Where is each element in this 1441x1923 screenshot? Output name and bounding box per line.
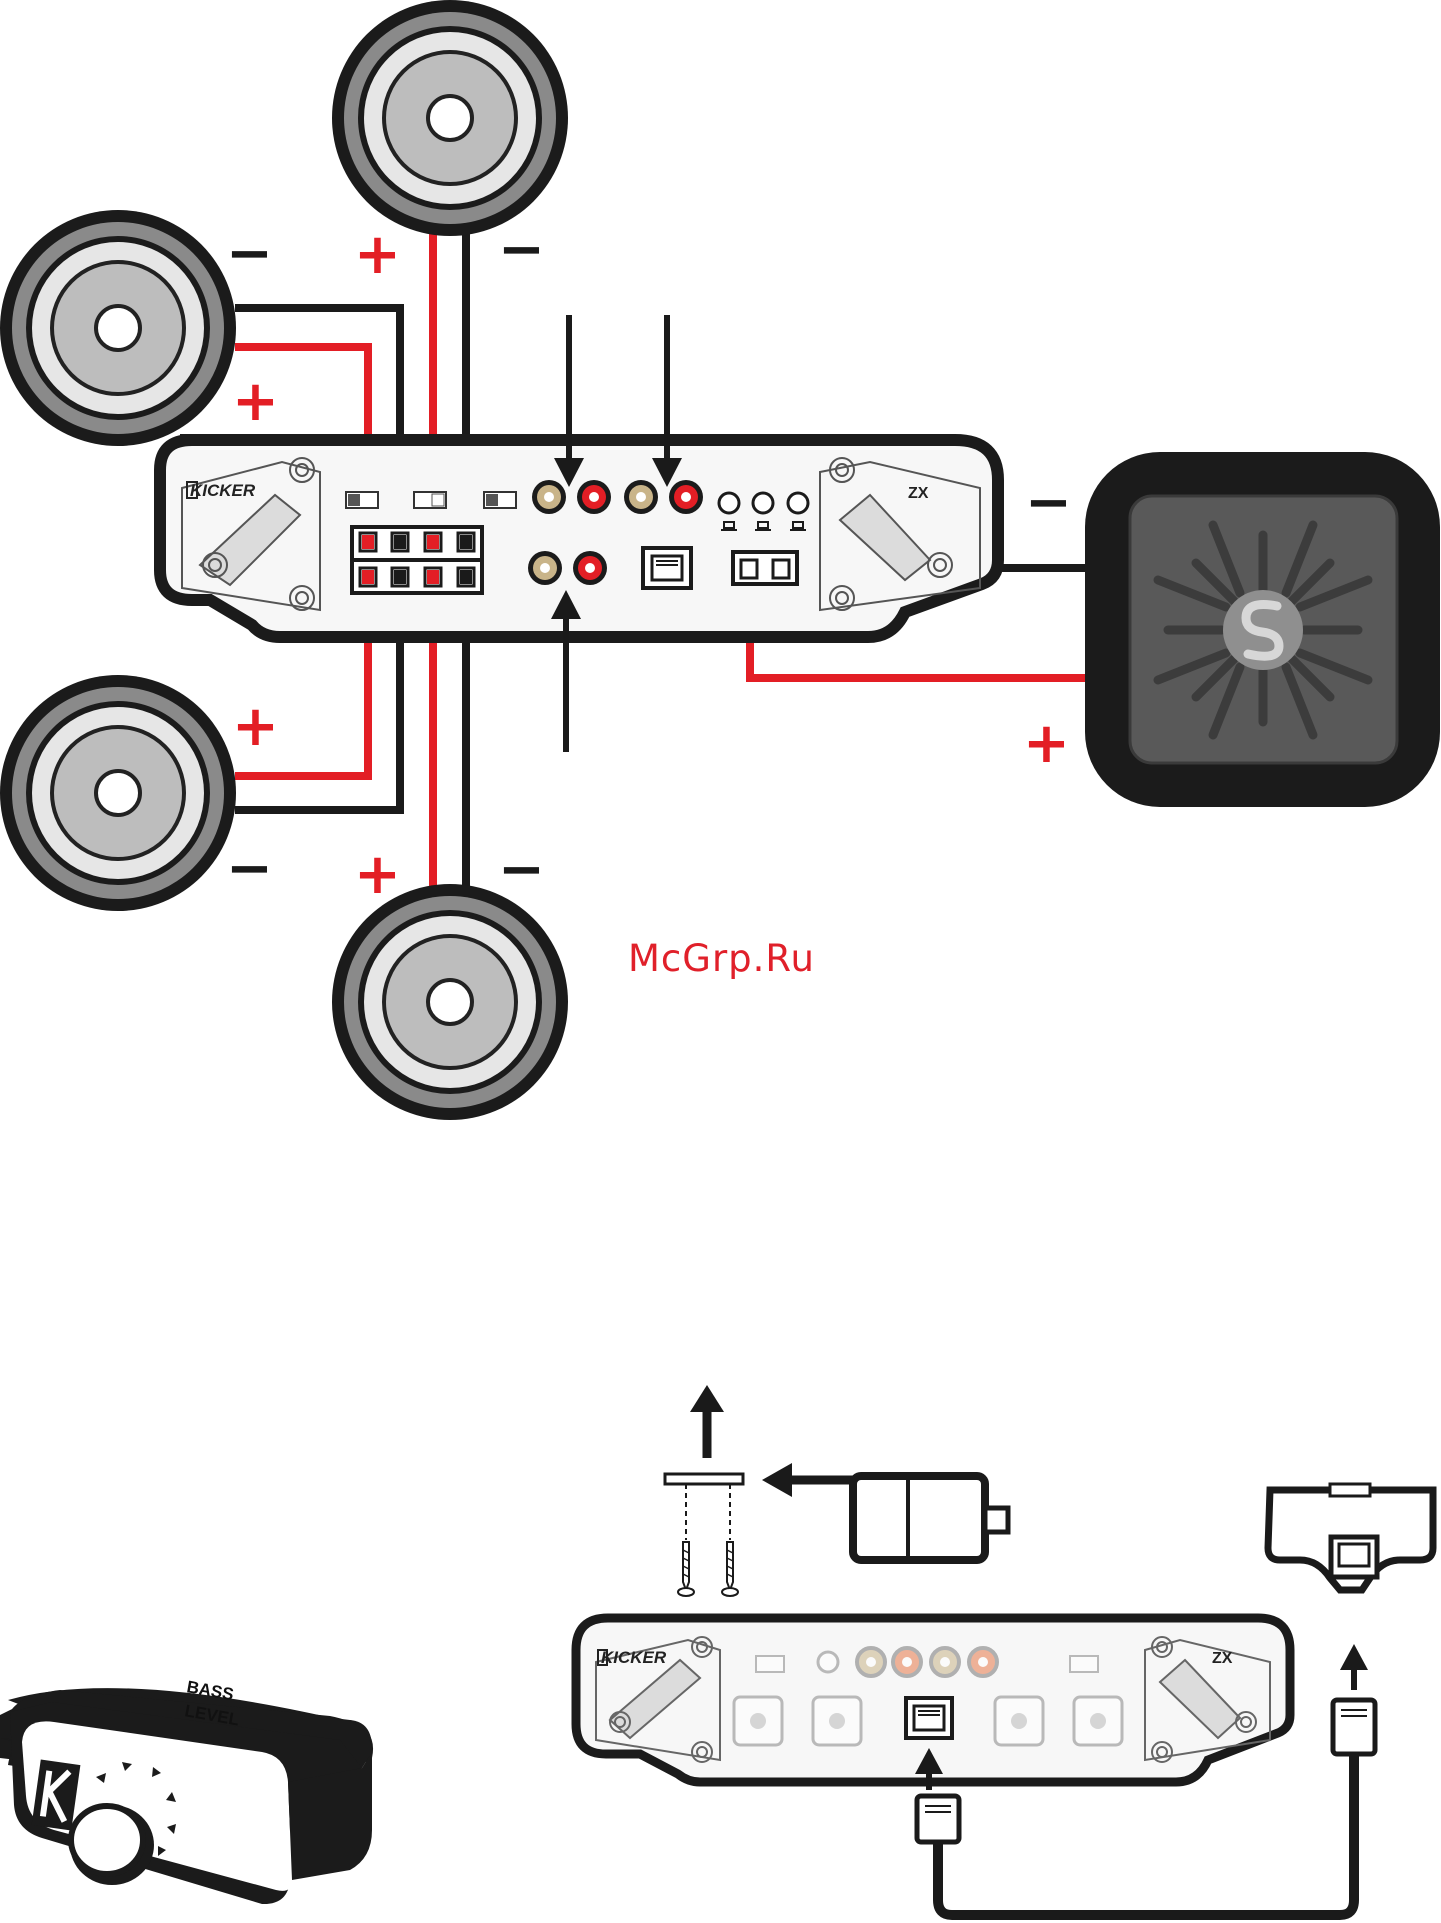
svg-text:+: + [354,842,401,907]
rca-input-left-red[interactable] [577,480,611,514]
speaker-icon-left-upper [0,210,236,446]
rca-output-white[interactable] [528,551,562,585]
amp-bottom-model-label: ZX [1212,1650,1233,1667]
svg-text:+: + [232,369,279,434]
rj11-port-icon[interactable] [643,548,691,588]
phone-plug-icon-amp [917,1796,959,1842]
svg-text:−: − [498,217,545,282]
screw-icon-left [678,1542,694,1596]
sub-terminal-block[interactable] [733,552,797,584]
rca-input-right-white[interactable] [624,480,658,514]
svg-text:−: − [226,836,273,901]
svg-text:+: + [354,222,401,287]
amp-bottom-brand-logo: KICKER [601,1648,667,1667]
svg-text:−: − [498,837,545,902]
rca-input-right-red[interactable] [669,480,703,514]
svg-text:+: + [1023,711,1070,776]
remote-side-view [853,1476,1008,1560]
svg-text:−: − [226,221,273,286]
rca-output-red[interactable] [573,551,607,585]
remote-rear-jack [1268,1484,1433,1590]
svg-text:+: + [232,694,279,759]
arrow-icon-left [762,1463,857,1497]
subwoofer-icon [1085,452,1440,807]
speaker-icon-bottom [332,884,568,1120]
screw-icon-right [722,1542,738,1596]
amp-model-label: ZX [908,485,929,502]
svg-text:−: − [1025,470,1072,535]
amp-brand-logo: KICKER [190,481,256,500]
speaker-icon-top [332,0,568,236]
speaker-icon-left-lower [0,675,236,911]
watermark-text: McGrp.Ru [628,937,815,980]
amp-switches[interactable] [346,492,516,508]
rj11-port-icon-bottom[interactable] [906,1698,952,1738]
arrow-icon-up [690,1385,724,1458]
phone-plug-icon-remote [1333,1700,1375,1754]
mounting-plate [665,1474,743,1596]
amplifier-top: KICKER ZX [160,440,998,637]
rca-input-left-white[interactable] [532,480,566,514]
bass-remote: BASS LEVEL [0,1677,373,1904]
